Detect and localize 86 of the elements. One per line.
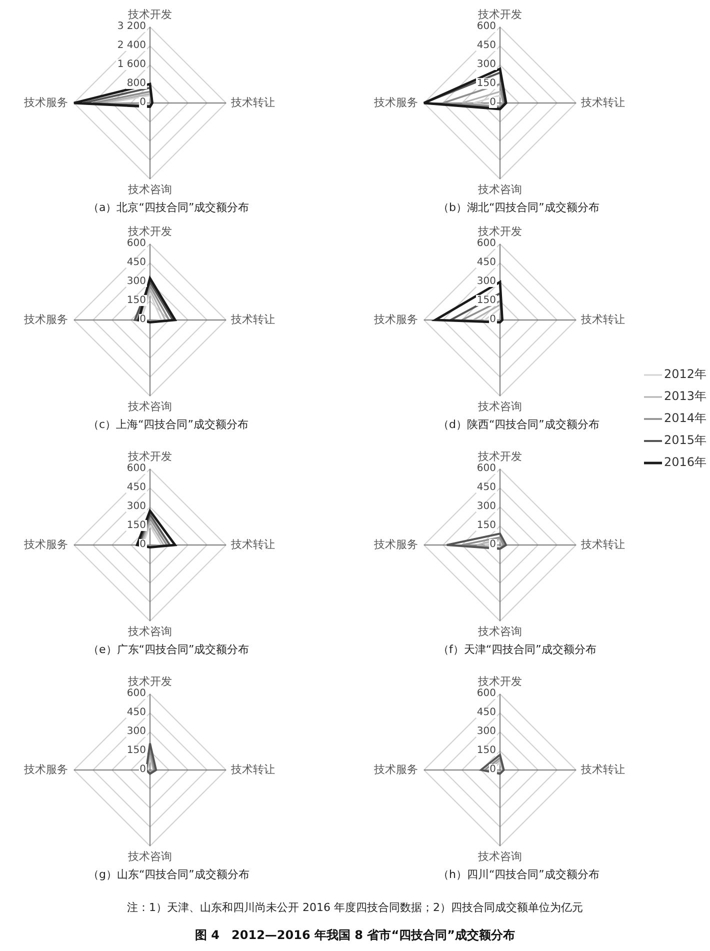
chart-caption: （f）天津“四技合同”成交额分布 <box>438 643 596 656</box>
tick-label: 150 <box>476 520 497 531</box>
tick-label: 800 <box>126 78 147 89</box>
axis-label: 技术服务 <box>374 96 418 109</box>
axis-label: 技术咨询 <box>128 850 172 863</box>
tick-label: 300 <box>126 276 147 287</box>
tick-label: 300 <box>476 726 497 737</box>
axis-label: 技术咨询 <box>478 625 522 638</box>
axis-label: 技术转让 <box>581 763 625 776</box>
axis-label: 技术开发 <box>478 450 522 463</box>
tick-label: 600 <box>126 463 147 474</box>
axis-label: 技术服务 <box>374 313 418 326</box>
axis-label: 技术开发 <box>128 225 172 238</box>
axis-label: 技术咨询 <box>478 183 522 196</box>
tick-label: 300 <box>476 276 497 287</box>
note-text: 注：1）天津、山东和四川尚未公开 2016 年度四技合同数据；2）四技合同成交额单位为亿元 <box>126 901 584 914</box>
tick-label: 0 <box>488 314 497 325</box>
tick-label: 300 <box>476 501 497 512</box>
chart-caption: （e）广东“四技合同”成交额分布 <box>88 643 250 656</box>
axis-label: 技术开发 <box>128 8 172 21</box>
chart-caption: （d）陕西“四技合同”成交额分布 <box>438 418 600 431</box>
tick-label: 300 <box>126 501 147 512</box>
tick-label: 450 <box>476 482 497 493</box>
figure-caption: 图 4 2012—2016 年我国 8 省市“四技合同”成交额分布 <box>194 929 516 942</box>
axis-label: 技术咨询 <box>128 625 172 638</box>
axis-label: 技术开发 <box>478 225 522 238</box>
tick-label: 450 <box>126 482 147 493</box>
axis-label: 技术服务 <box>24 763 68 776</box>
tick-label: 150 <box>476 745 497 756</box>
tick-label: 0 <box>138 314 147 325</box>
tick-label: 450 <box>126 257 147 268</box>
tick-label: 150 <box>476 295 497 306</box>
axis-label: 技术转让 <box>231 538 275 551</box>
tick-label: 3 200 <box>116 21 147 32</box>
axis-label: 技术转让 <box>231 96 275 109</box>
axis-label: 技术开发 <box>478 675 522 688</box>
axis-label: 技术转让 <box>581 313 625 326</box>
chart-caption: （h）四川“四技合同”成交额分布 <box>438 868 600 881</box>
tick-label: 450 <box>476 707 497 718</box>
axis-label: 技术转让 <box>581 538 625 551</box>
axis-label: 技术开发 <box>128 675 172 688</box>
axis-label: 技术咨询 <box>128 183 172 196</box>
tick-label: 150 <box>476 78 497 89</box>
axis-label: 技术转让 <box>231 313 275 326</box>
tick-label: 600 <box>476 688 497 699</box>
tick-label: 600 <box>476 21 497 32</box>
axis-label: 技术转让 <box>581 96 625 109</box>
tick-label: 600 <box>126 688 147 699</box>
legend-label: 2014年 <box>664 412 707 425</box>
axis-label: 技术服务 <box>374 538 418 551</box>
axis-label: 技术服务 <box>24 538 68 551</box>
tick-label: 0 <box>138 97 147 108</box>
tick-label: 450 <box>126 707 147 718</box>
legend-label: 2012年 <box>664 368 707 381</box>
tick-label: 300 <box>126 726 147 737</box>
axis-label: 技术咨询 <box>128 400 172 413</box>
tick-label: 150 <box>126 520 147 531</box>
chart-caption: （g）山东“四技合同”成交额分布 <box>88 868 250 881</box>
tick-label: 0 <box>488 764 497 775</box>
tick-label: 2 400 <box>116 40 147 51</box>
axis-label: 技术开发 <box>478 8 522 21</box>
tick-label: 0 <box>138 764 147 775</box>
tick-label: 450 <box>476 257 497 268</box>
axis-label: 技术开发 <box>128 450 172 463</box>
axis-label: 技术服务 <box>374 763 418 776</box>
axis-label: 技术咨询 <box>478 400 522 413</box>
tick-label: 1 600 <box>116 59 147 70</box>
axis-label: 技术咨询 <box>478 850 522 863</box>
tick-label: 150 <box>126 295 147 306</box>
tick-label: 150 <box>126 745 147 756</box>
legend-label: 2013年 <box>664 390 707 403</box>
tick-label: 600 <box>476 238 497 249</box>
axis-label: 技术服务 <box>24 96 68 109</box>
tick-label: 300 <box>476 59 497 70</box>
tick-label: 450 <box>476 40 497 51</box>
tick-label: 0 <box>138 539 147 550</box>
axis-label: 技术转让 <box>231 763 275 776</box>
legend-label: 2016年 <box>664 456 707 469</box>
legend-label: 2015年 <box>664 434 707 447</box>
tick-label: 600 <box>126 238 147 249</box>
tick-label: 0 <box>488 97 497 108</box>
chart-caption: （a）北京“四技合同”成交额分布 <box>88 201 250 214</box>
axis-label: 技术服务 <box>24 313 68 326</box>
tick-label: 600 <box>476 463 497 474</box>
chart-caption: （c）上海“四技合同”成交额分布 <box>88 418 248 431</box>
chart-caption: （b）湖北“四技合同”成交额分布 <box>438 201 600 214</box>
